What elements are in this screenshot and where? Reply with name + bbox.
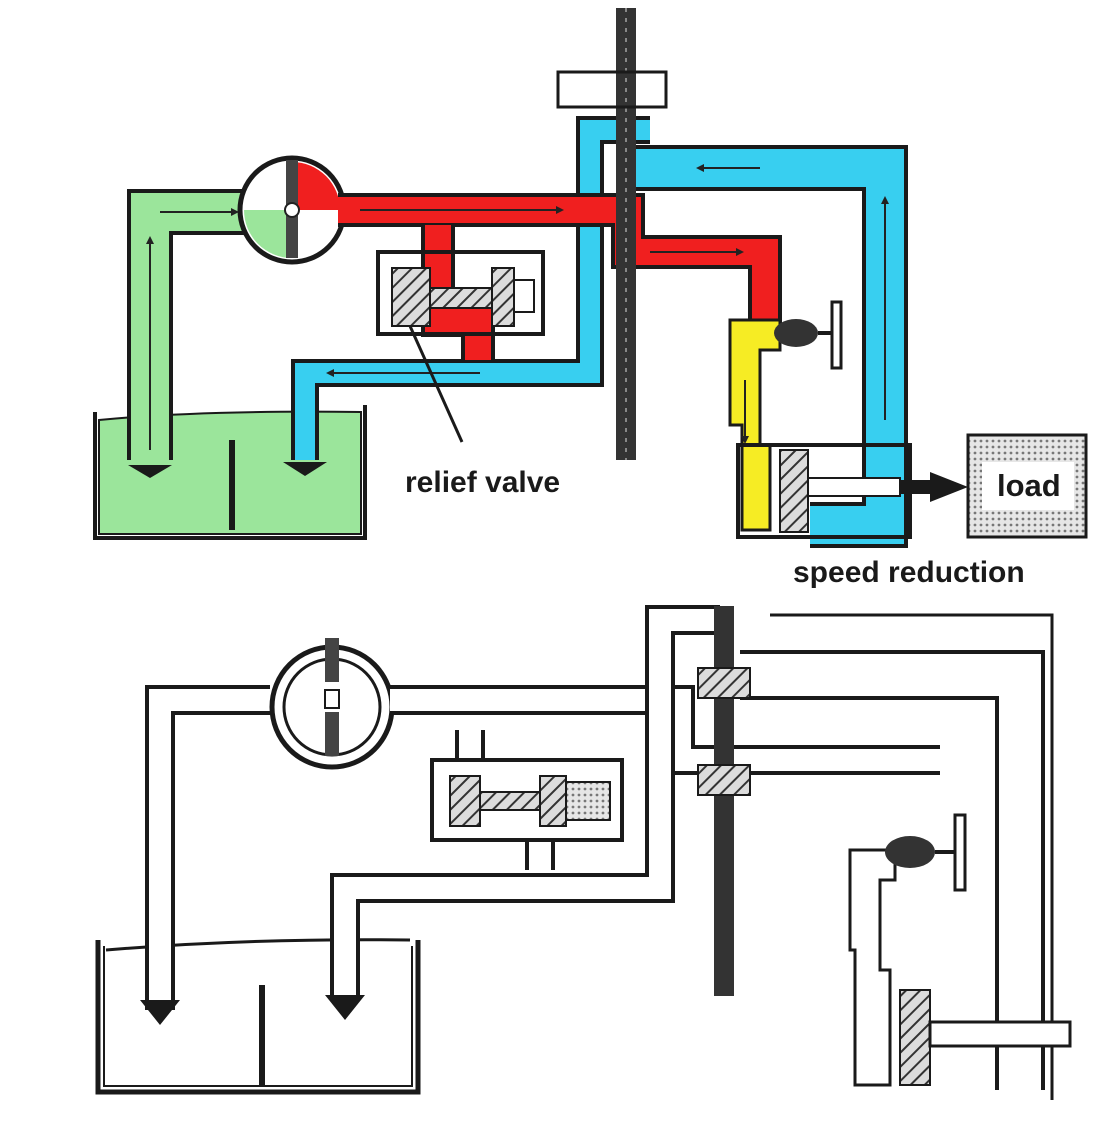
drive-shaft bbox=[556, 8, 668, 460]
colored-circuit bbox=[93, 8, 1088, 548]
cylinder-piston-icon bbox=[736, 443, 930, 539]
speed-reduction-label: speed reduction bbox=[793, 556, 1025, 589]
suction-line bbox=[140, 685, 270, 1025]
flow-control-valve-icon bbox=[848, 813, 967, 1087]
pump-icon bbox=[269, 638, 395, 770]
load-label: load bbox=[997, 468, 1061, 503]
relief-valve-spool-icon bbox=[430, 758, 624, 842]
outline-circuit bbox=[95, 605, 1072, 1100]
arrow-right-icon bbox=[930, 472, 968, 502]
tank-icon bbox=[95, 938, 421, 1095]
drive-shaft bbox=[697, 606, 751, 996]
load-box bbox=[966, 433, 1088, 539]
relief-valve-spool-icon bbox=[376, 250, 545, 443]
cylinder-piston-icon bbox=[899, 989, 1072, 1086]
flow-control-valve-icon bbox=[728, 300, 843, 532]
return-line bbox=[283, 116, 908, 548]
pump-icon bbox=[237, 155, 347, 265]
suction-line bbox=[127, 189, 250, 478]
return-line bbox=[325, 605, 1054, 1100]
relief-valve-label: relief valve bbox=[405, 466, 561, 499]
